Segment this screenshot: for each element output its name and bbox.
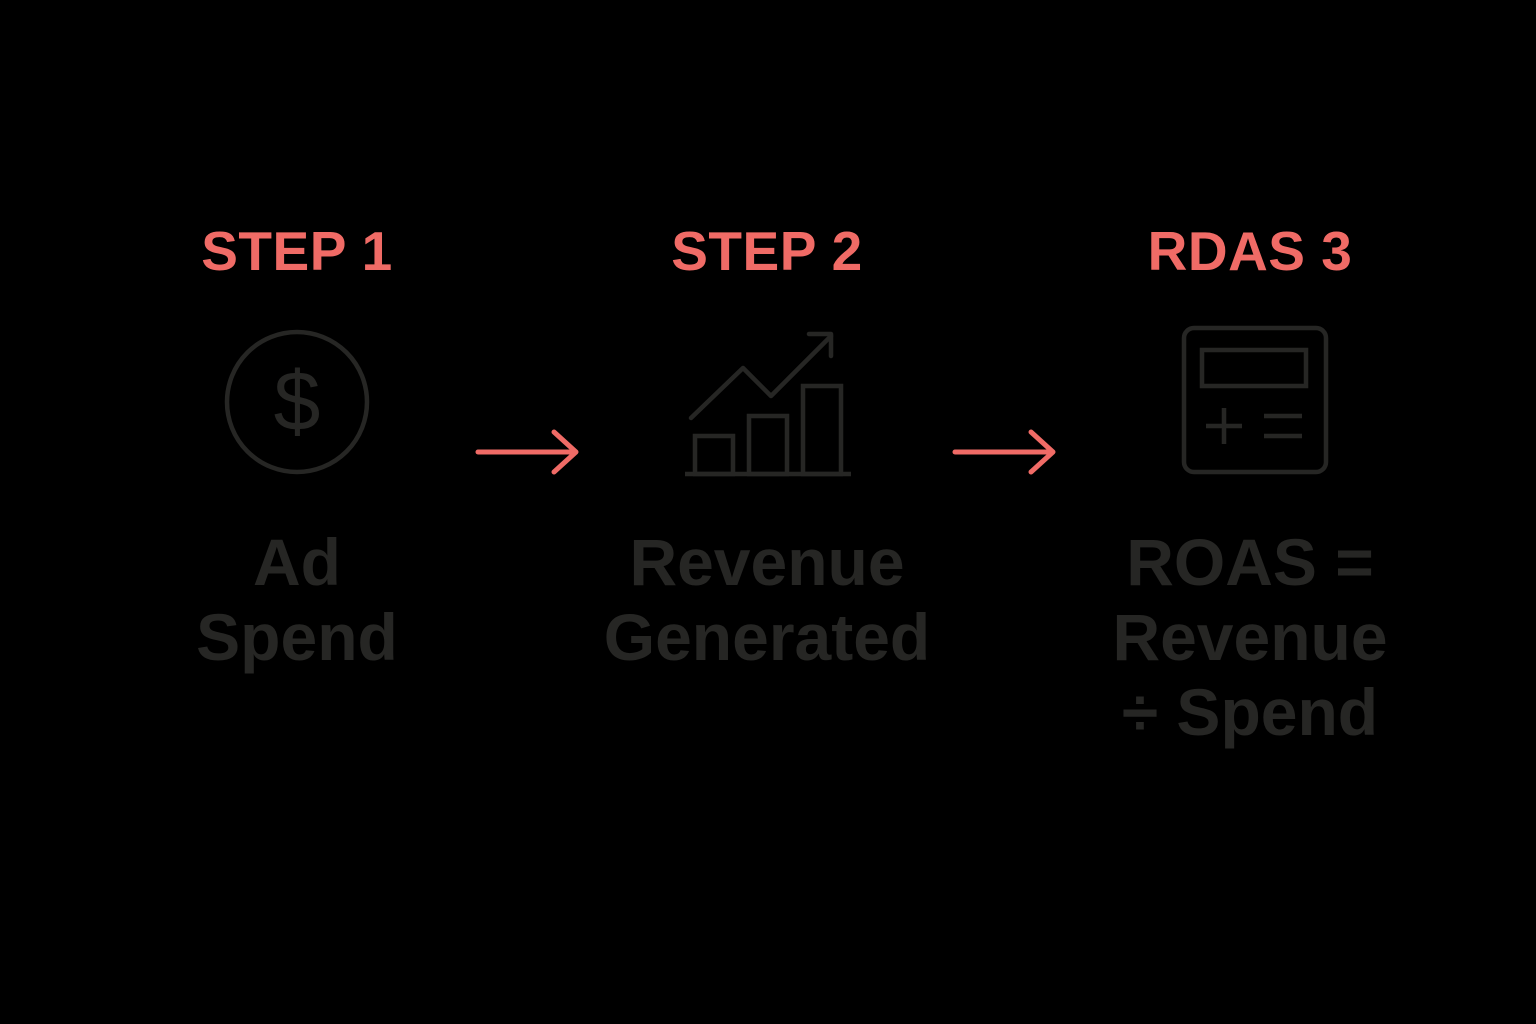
step-3: RDAS 3 ROAS = Revenue ÷ Spend — [1050, 0, 1450, 1024]
step-1-text-line: Spend — [196, 600, 398, 674]
svg-text:$: $ — [274, 354, 321, 448]
step-2-text-line: Revenue — [629, 525, 905, 599]
step-1: STEP 1 $ Ad Spend — [97, 0, 497, 1024]
step-3-text-line: ÷ Spend — [1121, 675, 1379, 749]
step-3-text: ROAS = Revenue ÷ Spend — [1050, 525, 1450, 750]
step-1-text: Ad Spend — [97, 525, 497, 675]
growth-chart-icon — [567, 322, 967, 482]
step-1-label: STEP 1 — [201, 220, 393, 282]
step-2-label: STEP 2 — [671, 220, 863, 282]
step-2-text-line: Generated — [603, 600, 931, 674]
step-1-text-line: Ad — [253, 525, 341, 599]
calculator-icon — [1050, 322, 1450, 482]
step-3-text-line: Revenue — [1112, 600, 1388, 674]
step-2-text: Revenue Generated — [567, 525, 967, 675]
arrow-right-icon — [475, 429, 579, 475]
arrow-right-icon — [952, 429, 1056, 475]
step-3-text-line: ROAS = — [1126, 525, 1374, 599]
step-2: STEP 2 Revenue Generated — [567, 0, 967, 1024]
step-3-label: RDAS 3 — [1147, 220, 1353, 282]
dollar-circle-icon: $ — [97, 322, 497, 482]
